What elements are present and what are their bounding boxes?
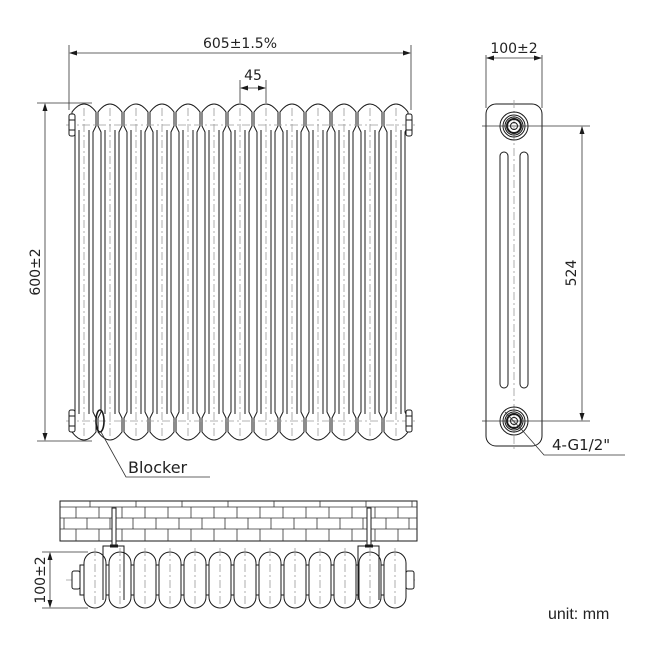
radiator-sections bbox=[66, 548, 416, 612]
side-depth-label: 100±2 bbox=[490, 41, 537, 57]
end-plug-icon bbox=[68, 113, 413, 433]
blocker-callout-label: Blocker bbox=[128, 458, 188, 477]
connection-label: 4-G1/2" bbox=[552, 436, 610, 454]
wall-brick-icon bbox=[59, 500, 418, 542]
front-view: 605±1.5% 45 600±2 bbox=[28, 36, 416, 478]
overall-width-label: 605±1.5% bbox=[203, 36, 277, 52]
center-distance-label: 524 bbox=[564, 260, 580, 287]
plan-view: 100±2 bbox=[33, 500, 418, 612]
plan-depth-label: 100±2 bbox=[33, 556, 49, 603]
wall-bracket-icon bbox=[102, 507, 380, 600]
side-view: 100±2 524 4-G1/2" bbox=[482, 41, 625, 456]
column-pitch-label: 45 bbox=[244, 68, 262, 84]
blocker-icon bbox=[95, 409, 105, 433]
height-label: 600±2 bbox=[28, 248, 44, 295]
unit-label: unit: mm bbox=[548, 606, 610, 623]
